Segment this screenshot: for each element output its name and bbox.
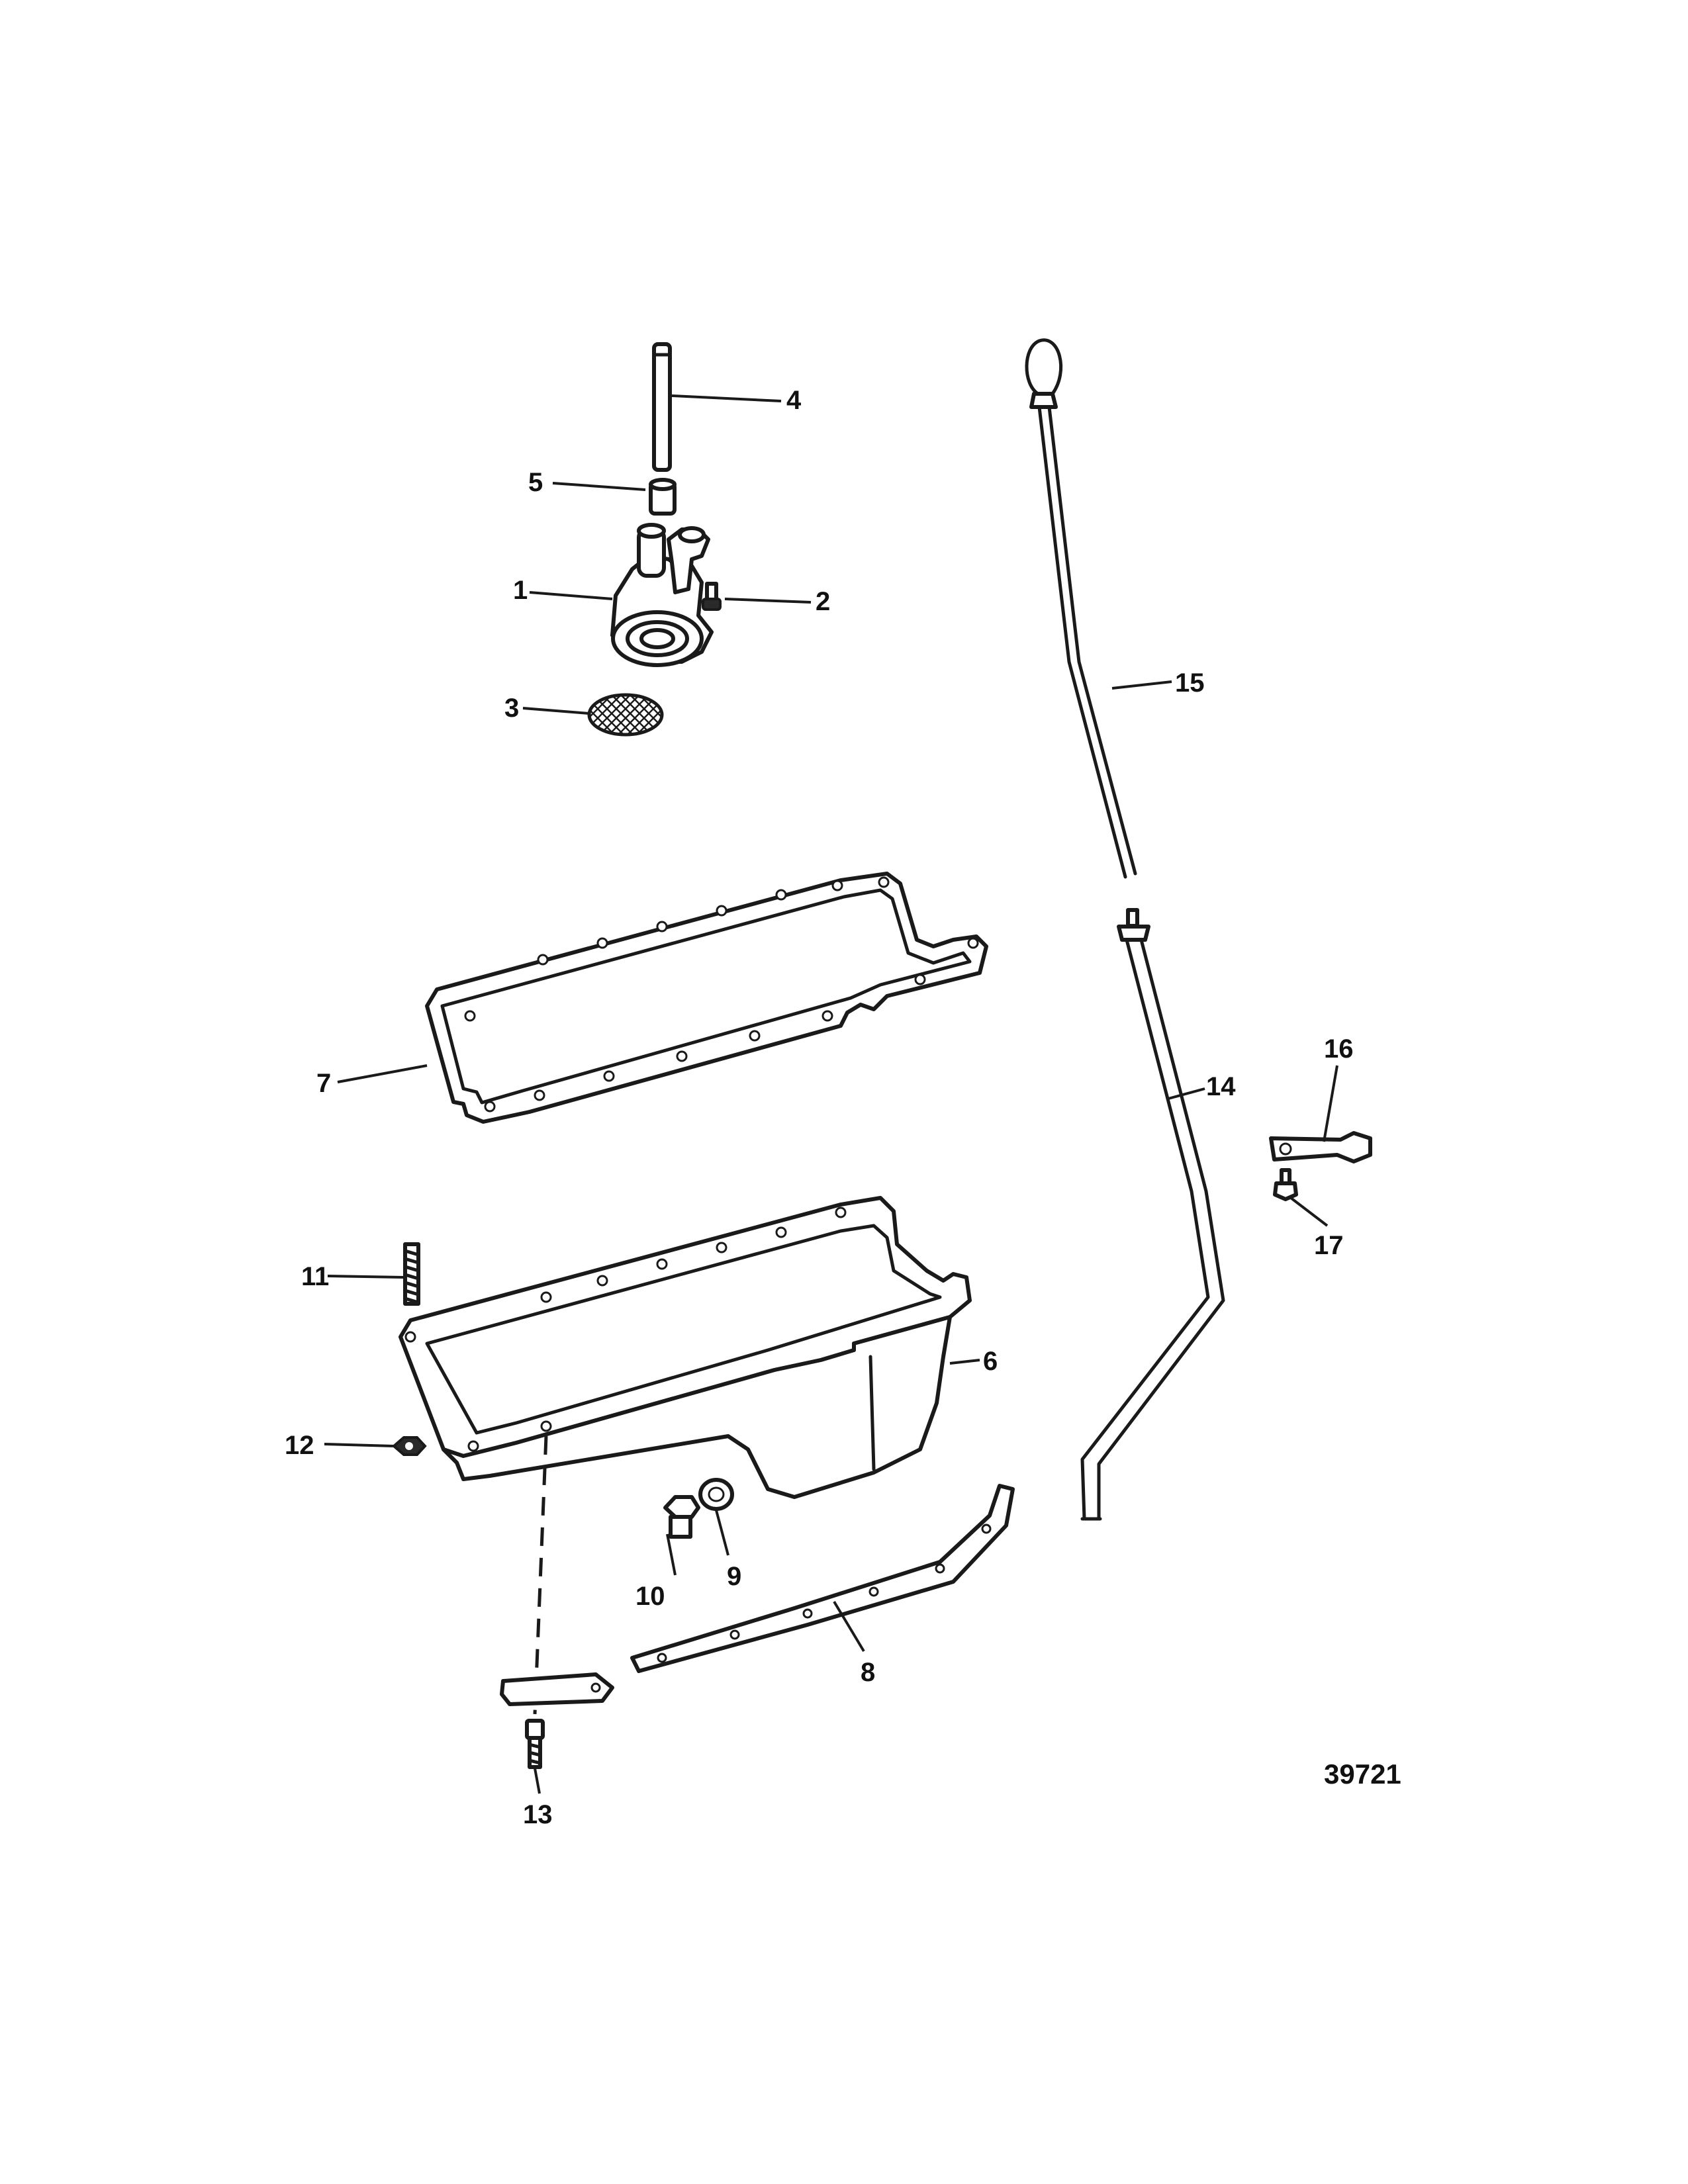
callout-5: 5 (528, 468, 543, 497)
callout-11: 11 (301, 1262, 329, 1291)
callout-17: 17 (1314, 1231, 1344, 1260)
dipstick (1025, 338, 1137, 879)
leader-lines (324, 394, 1338, 1794)
callout-10: 10 (635, 1582, 665, 1611)
drain-plug-gasket (698, 1478, 734, 1511)
pump-drive-shaft (652, 342, 672, 472)
callout-9: 9 (727, 1562, 741, 1591)
oil-pan-seal (500, 1484, 1015, 1706)
callout-8: 8 (861, 1658, 875, 1687)
callout-12: 12 (285, 1431, 314, 1460)
dipstick-tube-bracket (1269, 1131, 1372, 1163)
callout-4: 4 (786, 386, 802, 415)
pump-bolt (702, 582, 722, 611)
oil-pan (399, 1196, 972, 1499)
nut (391, 1436, 427, 1456)
callout-13: 13 (523, 1800, 553, 1829)
gasket-bolt-holes (464, 876, 979, 1113)
stud (403, 1242, 420, 1306)
figure-number: 39721 (1324, 1758, 1401, 1790)
bracket-bolt (1273, 1168, 1298, 1201)
dipstick-tube (1080, 908, 1225, 1521)
callout-7: 7 (316, 1069, 331, 1098)
drain-plug (663, 1495, 700, 1539)
callout-1: 1 (513, 576, 528, 605)
bolt-alignment-line (533, 1435, 548, 1715)
callout-3: 3 (504, 694, 519, 723)
pickup-screen (587, 693, 664, 737)
callout-15: 15 (1175, 668, 1205, 698)
oil-pan-gasket (425, 872, 988, 1124)
callout-14: 14 (1206, 1072, 1236, 1101)
oil-pump (610, 523, 714, 667)
shaft-coupling (649, 478, 677, 516)
pan-bolt (525, 1719, 545, 1769)
callout-labels: 1 2 3 4 5 6 7 8 9 10 11 12 13 14 15 16 1… (285, 386, 1354, 1829)
callout-6: 6 (983, 1347, 998, 1376)
callout-2: 2 (816, 587, 830, 616)
callout-16: 16 (1324, 1034, 1354, 1064)
